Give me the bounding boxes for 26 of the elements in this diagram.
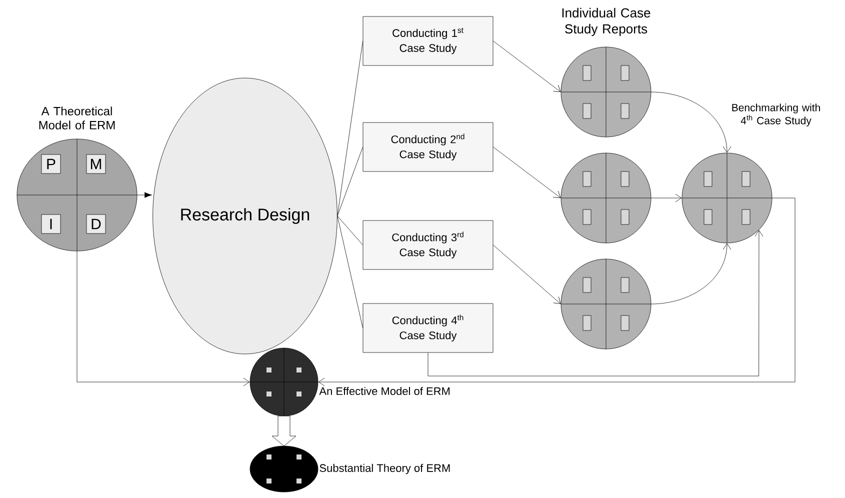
arrow <box>428 230 764 376</box>
letter-box: P <box>41 154 61 174</box>
block-arrow <box>272 416 296 446</box>
arrow <box>493 146 561 198</box>
report-circle <box>560 46 652 138</box>
node-label: An Effective Model of ERM <box>319 386 450 396</box>
process-box: Conducting 1$^{st}$ Case Study <box>362 16 494 66</box>
arrow <box>318 198 796 386</box>
arrow <box>651 243 732 304</box>
heading: A Theoretical Model of ERM <box>39 106 115 130</box>
arrow <box>493 40 561 92</box>
arrow <box>137 192 152 198</box>
letter-box: D <box>86 214 106 234</box>
heading: Benchmarking with 4$^{th}$ Case Study <box>732 104 820 126</box>
process-box: Conducting 4$^{th}$ Case Study <box>362 303 494 353</box>
letter-box: M <box>86 154 106 174</box>
arrow <box>493 244 561 304</box>
node-label: Substantial Theory of ERM <box>320 464 450 474</box>
arrow <box>651 92 732 153</box>
report-circle <box>560 152 652 244</box>
letter-box: I <box>41 214 61 234</box>
arrow <box>651 194 682 202</box>
report-circle <box>560 258 652 350</box>
process-box: Conducting 3$^{rd}$ Case Study <box>362 220 494 270</box>
arrow <box>76 251 250 386</box>
process-box: Conducting 2$^{nd}$ Case Study <box>362 122 494 172</box>
